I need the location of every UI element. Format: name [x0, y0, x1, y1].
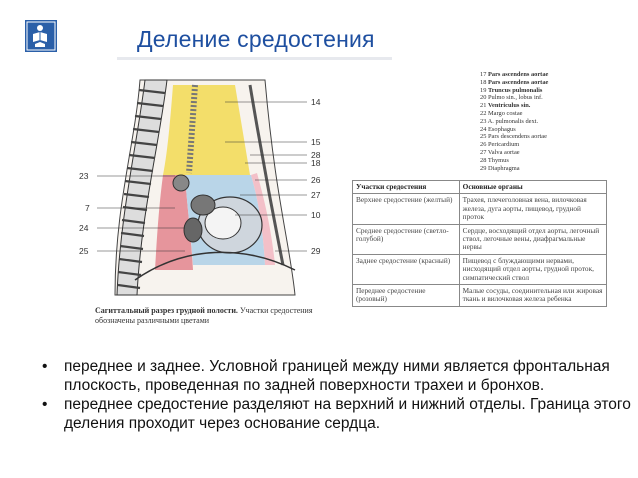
legend-item: 27 Valva aortae	[480, 148, 520, 156]
table-row: Среднее средостение (светло-голубой) Сер…	[352, 223, 608, 255]
label-7: 7	[85, 203, 90, 213]
label-18: 18	[311, 158, 321, 168]
label-24: 24	[79, 223, 89, 233]
legend-item: 29 Diaphragma	[480, 164, 520, 172]
label-29: 29	[311, 246, 321, 256]
figure-caption-bold: Сагиттальный разрез грудной полости.	[95, 306, 238, 315]
legend-item: 24 Esophagus	[480, 125, 516, 133]
table-cell-region: Верхнее средостение (желтый)	[352, 193, 460, 225]
legend-item: 19 Truncus pulmonalis	[480, 86, 543, 94]
legend-item: 23 A. pulmonalis dext.	[480, 117, 539, 125]
upper-mediastinum-region	[163, 85, 250, 175]
figure-caption: Сагиттальный разрез грудной полости. Уча…	[95, 306, 315, 326]
table-cell-organs: Пищевод с блуждающими нервами, нисходящи…	[458, 253, 608, 286]
table-header-row: Участки средостения Основные органы	[352, 179, 608, 195]
table-row: Заднее средостение (красный) Пищевод с б…	[352, 253, 608, 286]
label-23: 23	[79, 171, 89, 181]
anterior-mediastinum-region	[251, 173, 275, 265]
table-header-organs: Основные органы	[458, 179, 608, 195]
legend-item: 18 Pars ascendens aortae	[480, 78, 549, 86]
table-cell-region: Заднее средостение (красный)	[352, 253, 460, 286]
table-cell-region: Переднее средостение (розовый)	[352, 284, 460, 307]
label-14: 14	[311, 97, 321, 107]
table-cell-organs: Сердце, восходящий отдел аорты, легочный…	[458, 223, 608, 255]
figure-caption-rest: Участки средостения обозначены различным…	[95, 306, 313, 325]
spine	[116, 79, 168, 296]
bullet-text: переднее средостение разделяют на верхни…	[64, 396, 631, 432]
bullet-text: переднее и заднее. Условной границей меж…	[64, 358, 610, 394]
table-cell-organs: Малые сосуды, соединительная или жировая…	[458, 284, 608, 307]
slide-title: Деление средостения	[137, 26, 375, 52]
heart	[172, 174, 263, 254]
reading-person-logo-icon	[25, 20, 57, 52]
bullet-item: • переднее и заднее. Условной границей м…	[38, 357, 633, 395]
label-27: 27	[311, 190, 321, 200]
legend-item: 26 Pericardium	[480, 141, 520, 149]
table-cell-region: Среднее средостение (светло-голубой)	[352, 223, 460, 255]
label-15: 15	[311, 137, 321, 147]
legend-item: 28 Thymus	[480, 156, 509, 164]
legend-item: 17 Pars ascendens aortae	[480, 71, 549, 78]
legend-item: 25 Pars descendens aortae	[480, 133, 547, 141]
legend-item: 22 Margo costae	[480, 109, 523, 117]
bullet-dot: •	[42, 396, 48, 413]
legend-item: 20 Pulmo sin., lobus inf.	[480, 94, 543, 102]
table-header-region: Участки средостения	[352, 179, 460, 195]
label-28: 28	[311, 150, 321, 160]
table-row: Верхнее средостение (желтый) Трахея, пле…	[352, 193, 608, 225]
table-cell-organs: Трахея, плечеголовная вена, вилочковая ж…	[458, 193, 608, 225]
label-10: 10	[311, 210, 321, 220]
posterior-mediastinum-region	[155, 175, 193, 270]
table-row: Переднее средостение (розовый) Малые сос…	[352, 284, 608, 307]
sagittal-section-figure: 14 15 28 18 26 27 10 29 23 7 24 25	[75, 65, 345, 335]
mediastinum-table: Участки средостения Основные органы Верх…	[352, 179, 608, 307]
anatomy-legend: 17 Pars ascendens aortae 18 Pars ascende…	[480, 71, 548, 172]
bullet-list: • переднее и заднее. Условной границей м…	[38, 357, 633, 433]
bullet-item: • переднее средостение разделяют на верх…	[38, 395, 633, 433]
label-25: 25	[79, 246, 89, 256]
title-underline	[117, 57, 392, 60]
legend-item: 21 Ventriculus sin.	[480, 102, 531, 110]
label-26: 26	[311, 175, 321, 185]
bullet-dot: •	[42, 358, 48, 375]
